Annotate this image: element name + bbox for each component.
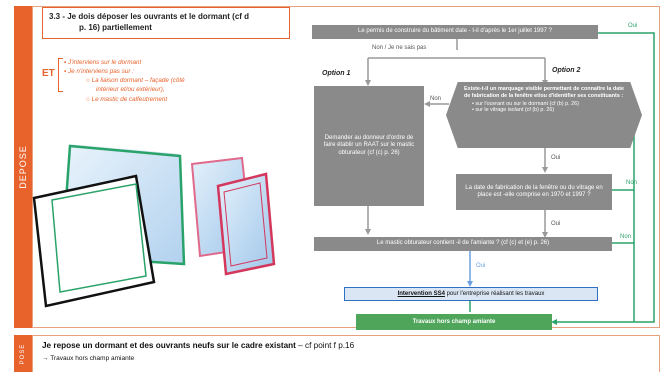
sub-bullet-mastic: ○ Le mastic de calfeutrement: [86, 95, 168, 103]
pose-title: Je repose un dormant et des ouvrants neu…: [42, 341, 354, 350]
label-oui-top: Oui: [628, 23, 638, 29]
pose-title-bold: Je repose un dormant et des ouvrants neu…: [42, 341, 296, 350]
label-non-mid: Non: [430, 96, 442, 102]
section-title-line2: p. 16) partiellement: [79, 23, 152, 33]
label-non-right1: Non: [626, 180, 638, 186]
pose-title-rest: – cf point f p.16: [295, 341, 355, 350]
label-oui-2: Oui: [551, 221, 561, 227]
option1-label: Option 1: [322, 70, 351, 77]
marquage-question-text: Existe-t-il un marquage visible permetta…: [464, 86, 624, 99]
bullet-dormant: ▪ J'interviens sur le dormant: [64, 59, 142, 66]
label-oui-3: Oui: [476, 263, 486, 269]
depose-panel-frame: [32, 6, 660, 328]
et-list: ▪ J'interviens sur le dormant ▪ Je n'int…: [64, 58, 294, 104]
dormant-inner-green: [51, 183, 147, 293]
marquage-bullet-ouvrant: • sur l'ouvrant ou sur le dormant (cf (b…: [472, 100, 579, 107]
label-oui-1: Oui: [551, 155, 561, 161]
bullet-intervention: ▪ Je n'interviens pas sur :: [64, 68, 134, 76]
ouvrant-front-inner: [223, 182, 268, 267]
ouvrant-front-frame: [216, 172, 276, 276]
window-illustration: [32, 144, 276, 308]
et-label: ET: [42, 68, 55, 79]
mastic-question-text: Le mastic obturateur contient -il de l'a…: [376, 240, 550, 247]
raat-request-box: Demander au donneur d'ordre de faire éta…: [314, 86, 424, 206]
date-question-box: La date de fabrication de la fenêtre ou …: [456, 174, 612, 210]
label-non-jsp: Non / Je ne sais pas: [372, 45, 427, 51]
et-bracket: [58, 58, 63, 92]
travaux-hors-champ-box: Travaux hors champ amiante: [356, 314, 552, 330]
travaux-hors-champ-text: Travaux hors champ amiante: [412, 319, 496, 325]
sub-bullet-liaison: ○ La liaison dormant – façade (côté: [86, 77, 185, 85]
pose-subtitle: → Travaux hors champ amiante: [42, 355, 135, 362]
permis-question-box: Le permis de construire du bâtiment date…: [312, 25, 598, 39]
ss4-link[interactable]: Intervention SS4: [397, 291, 445, 297]
ss4-intervention-box: Intervention SS4 pour l'entreprise réali…: [344, 287, 598, 301]
ss4-rest-text: pour l'entreprise réalisant les travaux: [444, 291, 545, 297]
dormant-black-frame: [32, 174, 156, 308]
mastic-question-box: Le mastic obturateur contient -il de l'a…: [314, 237, 612, 251]
label-non-right2: Non: [620, 234, 632, 240]
pose-sidebar: POSE: [14, 335, 32, 372]
pose-panel-frame: [32, 335, 660, 372]
section-title-line1: 3.3 - Je dois déposer les ouvrants et le…: [49, 12, 250, 21]
option2-label: Option 2: [552, 67, 581, 74]
date-question-text: La date de fabrication de la fenêtre ou …: [465, 184, 603, 199]
section-title-box: 3.3 - Je dois déposer les ouvrants et le…: [42, 7, 290, 39]
marquage-bullet-vitrage: • sur le vitrage isolant (cf (b) p. 26): [472, 107, 555, 114]
raat-request-text: Demander au donneur d'ordre de faire éta…: [323, 134, 415, 156]
permis-question-text: Le permis de construire du bâtiment date…: [358, 28, 552, 35]
depose-sidebar: DEPOSE: [14, 6, 32, 328]
sub-bullet-liaison-cont: intérieur et/ou extérieur),: [96, 86, 165, 94]
marquage-question-hex: Existe-t-il un marquage visible permetta…: [446, 82, 642, 148]
